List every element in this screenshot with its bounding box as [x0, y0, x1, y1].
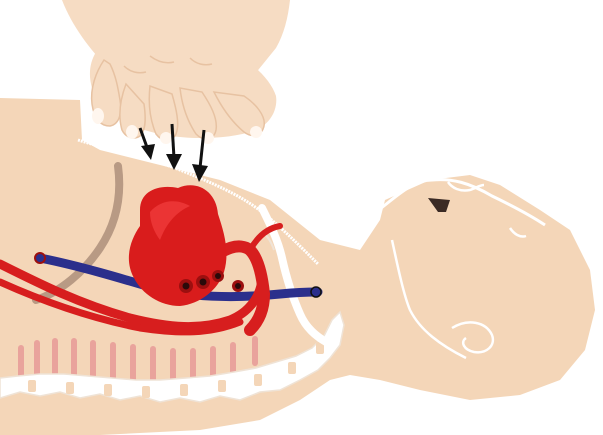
vessel-end-right: [311, 287, 321, 297]
fingernail: [126, 125, 138, 139]
fingernail: [250, 126, 262, 138]
fingernail: [92, 108, 104, 124]
vessel-end-top: [35, 253, 45, 263]
fingernail: [160, 132, 172, 144]
arrow-down-icon: [140, 128, 155, 160]
